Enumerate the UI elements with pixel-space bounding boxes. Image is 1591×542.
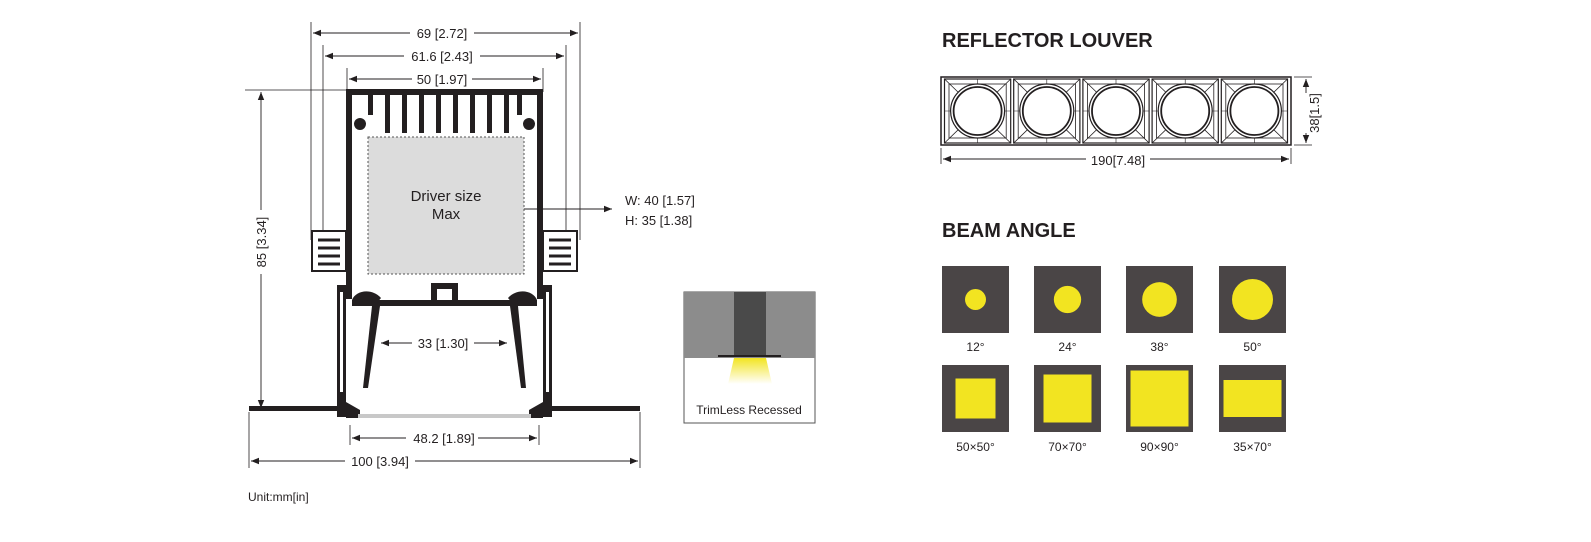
driver-box	[367, 136, 525, 275]
dim-flange: 100 [3.94]	[351, 454, 409, 469]
louver-cell	[1013, 78, 1081, 144]
dim-overall-top: 69 [2.72]	[417, 26, 468, 41]
dim-opening: 33 [1.30]	[418, 336, 469, 351]
beam-square-tile: 70×70°	[1034, 365, 1101, 454]
unit-note: Unit:mm[in]	[248, 490, 309, 504]
beam-spot	[1232, 279, 1273, 320]
beam-square-tile: 35×70°	[1219, 365, 1286, 454]
reflector-louver-section: REFLECTOR LOUVER 190[7.48] 38[1.5]	[940, 30, 1322, 168]
beam-round-tile: 12°	[942, 266, 1009, 354]
driver-label-line1: Driver size	[411, 188, 482, 205]
beam-field	[1043, 374, 1092, 423]
driver-width: W: 40 [1.57]	[625, 193, 695, 208]
beam-round-label: 38°	[1150, 340, 1168, 354]
beam-square-label: 35×70°	[1233, 440, 1272, 454]
dim-body-top: 50 [1.97]	[417, 72, 468, 87]
ceiling-flange	[249, 406, 640, 411]
beam-round-label: 50°	[1243, 340, 1261, 354]
louver-cell	[1220, 78, 1289, 144]
dimension-labels: 69 [2.72] 61.6 [2.43] 50 [1.97] 85 [3.34…	[253, 25, 480, 469]
spring-clip-right	[542, 230, 578, 272]
beam-spot	[1053, 285, 1082, 314]
louver-cells	[943, 78, 1289, 144]
extension-lines	[245, 22, 641, 468]
cross-section-drawing: 69 [2.72] 61.6 [2.43] 50 [1.97] 85 [3.34…	[245, 22, 695, 504]
louver-height-dim: 38[1.5]	[1307, 93, 1322, 133]
dim-inner-top: 61.6 [2.43]	[411, 49, 472, 64]
diffuser-lens	[358, 414, 531, 418]
dim-diffuser: 48.2 [1.89]	[413, 431, 474, 446]
beam-square-label: 70×70°	[1048, 440, 1087, 454]
beam-field	[955, 378, 996, 419]
beam-round-tile: 50°	[1219, 266, 1286, 354]
beam-spot	[965, 289, 986, 310]
beam-round-label: 12°	[966, 340, 984, 354]
beam-angle-section: BEAM ANGLE 12° 24° 38° 50° 50×50° 70×70° 90×9…	[942, 220, 1286, 454]
beam-square-label: 90×90°	[1140, 440, 1179, 454]
beam-round-label: 24°	[1058, 340, 1076, 354]
trimless-recessed-icon: TrimLess Recessed	[683, 291, 816, 424]
louver-cell	[1151, 78, 1219, 144]
louver-title: REFLECTOR LOUVER	[942, 30, 1153, 52]
beam-square-row: 50×50° 70×70° 90×90° 35×70°	[942, 365, 1286, 454]
spring-clip-left	[311, 230, 347, 272]
beam-square-tile: 90×90°	[1126, 365, 1193, 454]
beam-square-tile: 50×50°	[942, 365, 1009, 454]
beam-field	[1223, 380, 1282, 417]
beam-title: BEAM ANGLE	[942, 220, 1076, 242]
dim-height: 85 [3.34]	[254, 217, 269, 268]
louver-width-dim: 190[7.48]	[1091, 153, 1145, 168]
trimless-recessed-label: TrimLess Recessed	[696, 403, 802, 417]
beam-spot	[1142, 282, 1177, 317]
beam-round-tile: 38°	[1126, 266, 1193, 354]
beam-round-tile: 24°	[1034, 266, 1101, 354]
beam-field	[1130, 370, 1189, 427]
louver-cell	[1082, 78, 1150, 144]
louver-cell	[943, 78, 1012, 144]
beam-square-label: 50×50°	[956, 440, 995, 454]
driver-height: H: 35 [1.38]	[625, 213, 692, 228]
driver-label-line2: Max	[432, 206, 461, 223]
beam-round-row: 12° 24° 38° 50°	[942, 266, 1286, 354]
